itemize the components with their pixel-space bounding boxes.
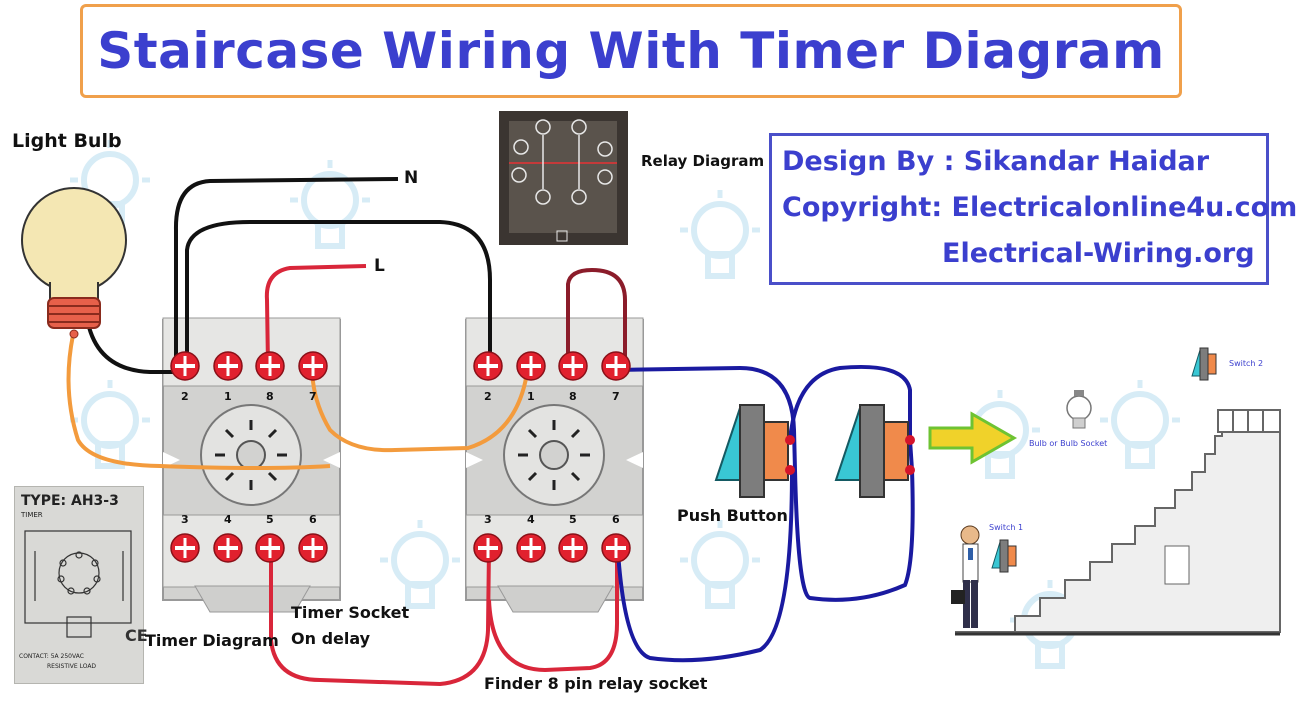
wire-neutral xyxy=(173,177,399,366)
terminal-number: 6 xyxy=(309,513,317,526)
wire-live xyxy=(264,264,367,367)
terminal-number: 2 xyxy=(484,390,492,403)
staircase xyxy=(955,409,1281,636)
wire-blue-bottom xyxy=(616,469,794,663)
terminal-number: 4 xyxy=(224,513,232,526)
terminal-number: 4 xyxy=(527,513,535,526)
timer-diagram-photo: TYPE: AH3-3 TIMER CE CONTACT: 5A 250VAC … xyxy=(14,486,148,684)
finder-socket-label: Finder 8 pin relay socket xyxy=(484,674,708,693)
push-button-2 xyxy=(834,404,915,498)
wire-orange-link xyxy=(310,365,530,453)
terminal-number: 3 xyxy=(484,513,492,526)
terminal xyxy=(297,350,329,382)
switch-2-label: Switch 2 xyxy=(1229,359,1264,368)
relay-diagram-label: Relay Diagram xyxy=(641,152,765,170)
terminal-number: 7 xyxy=(309,390,317,403)
timer-type-text: TYPE: AH3-3 xyxy=(21,493,119,509)
terminal-number: 1 xyxy=(527,390,535,403)
terminal xyxy=(212,350,244,382)
switch-2-icon xyxy=(1191,347,1217,381)
terminal xyxy=(600,532,632,564)
terminal xyxy=(557,532,589,564)
design-by-text: Design By : Sikandar Haidar xyxy=(782,146,1210,177)
terminal xyxy=(169,532,201,564)
terminal xyxy=(472,532,504,564)
terminal xyxy=(212,532,244,564)
timer-contact-text: CONTACT: 5A 250VAC xyxy=(19,653,84,660)
credits-box: Design By : Sikandar Haidar Copyright: E… xyxy=(769,133,1297,285)
svg-text:CE: CE xyxy=(125,626,148,645)
arrow-right-icon xyxy=(928,411,1018,465)
timer-schematic: CE xyxy=(24,530,148,645)
terminal xyxy=(600,350,632,382)
light-bulb-label: Light Bulb xyxy=(12,130,122,152)
terminal-number: 8 xyxy=(266,390,274,403)
terminal-number: 5 xyxy=(266,513,274,526)
wire-bulb-live xyxy=(66,334,331,470)
wire-blue-top xyxy=(614,365,915,602)
terminal xyxy=(297,532,329,564)
wire-bulb-neutral xyxy=(85,317,185,374)
site2-text: Electrical-Wiring.org xyxy=(942,238,1255,269)
timer-diagram-label: Timer Diagram xyxy=(145,631,279,650)
terminal-number: 7 xyxy=(612,390,620,403)
terminal-number: 2 xyxy=(181,390,189,403)
relay-diagram-photo xyxy=(499,111,628,245)
wire-jumper-8-7 xyxy=(566,267,627,366)
switch-1-label: Switch 1 xyxy=(989,523,1024,532)
neutral-label: N xyxy=(404,168,419,188)
wire-finder-bottom xyxy=(487,548,620,673)
terminal xyxy=(557,350,589,382)
timer-socket-label: Timer Socket xyxy=(291,603,410,622)
switch-1-icon xyxy=(991,539,1017,573)
timer-load-text: RESISTIVE LOAD xyxy=(47,663,97,670)
push-button-label: Push Button xyxy=(677,506,788,525)
terminal xyxy=(254,350,286,382)
terminal xyxy=(254,532,286,564)
on-delay-label: On delay xyxy=(291,629,371,648)
terminal xyxy=(472,350,504,382)
terminal xyxy=(515,532,547,564)
terminal-number: 8 xyxy=(569,390,577,403)
light-bulb xyxy=(21,187,127,339)
terminal-number: 5 xyxy=(569,513,577,526)
person-icon xyxy=(951,525,980,628)
live-label: L xyxy=(374,256,385,276)
bulb-socket-label: Bulb or Bulb Socket xyxy=(1029,439,1108,448)
terminal-number: 6 xyxy=(612,513,620,526)
relay-pinout xyxy=(499,111,628,245)
terminal-number: 3 xyxy=(181,513,189,526)
wire-timer-bottom xyxy=(269,547,491,687)
small-bulb-icon xyxy=(1066,390,1092,429)
title-banner: Staircase Wiring With Timer Diagram xyxy=(80,4,1182,98)
terminal xyxy=(515,350,547,382)
page-title: Staircase Wiring With Timer Diagram xyxy=(97,22,1165,80)
copyright-text: Copyright: Electricalonline4u.com xyxy=(782,192,1297,223)
wire-neutral-bridge xyxy=(185,220,492,366)
terminal xyxy=(169,350,201,382)
timer-word-text: TIMER xyxy=(21,511,43,519)
wire-blue-loop xyxy=(788,364,912,441)
push-button-1 xyxy=(714,404,795,498)
terminal-number: 1 xyxy=(224,390,232,403)
